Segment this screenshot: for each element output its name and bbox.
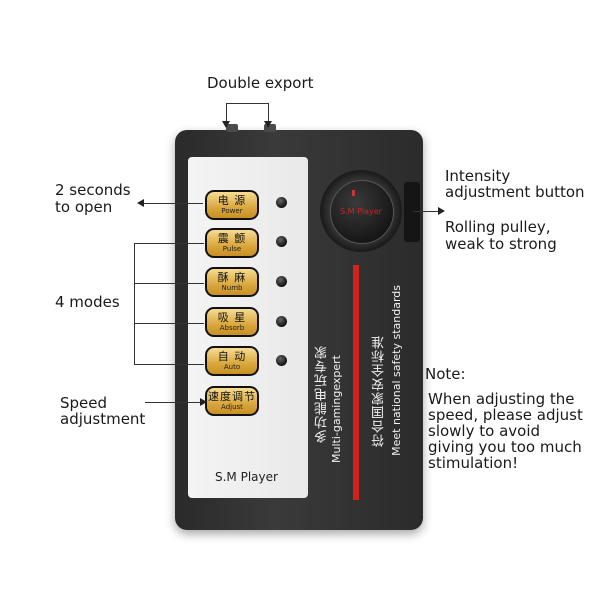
modes-bracket-tick-4 [134, 364, 204, 365]
absorb-button[interactable]: 吸 星 Absorb [205, 307, 259, 337]
power-button-label-en: Power [221, 207, 243, 215]
note-line-2: speed, please adjust [428, 406, 583, 424]
auto-button[interactable]: 自 动 Auto [205, 346, 259, 376]
pulse-button[interactable]: 震 颤 Pulse [205, 228, 259, 258]
speed-button-label-cn: 速度调节 [208, 390, 256, 403]
arrow-left-icon [137, 199, 144, 207]
double-export-label: Double export [207, 74, 314, 92]
red-accent-stripe [353, 265, 359, 500]
power-button[interactable]: 电 源 Power [205, 190, 259, 220]
pulley-callout-line2: weak to strong [445, 235, 557, 253]
power-callout-line [143, 203, 203, 204]
modes-bracket-tick-3 [134, 323, 204, 324]
numb-button-label-en: Numb [221, 284, 243, 292]
numb-button[interactable]: 酥 麻 Numb [205, 267, 259, 297]
modes-bracket-tick-2 [134, 283, 204, 284]
note-line-3: slowly to avoid [428, 422, 541, 440]
pulley-callout-line1: Rolling pulley, [445, 218, 551, 236]
pulse-led-indicator [276, 236, 287, 247]
arrow-right-icon [438, 207, 445, 215]
output-port-right [264, 124, 276, 132]
knob-brand-label: S.M Player [340, 207, 382, 216]
double-export-bracket-right [268, 103, 269, 123]
intensity-knob[interactable] [330, 180, 394, 244]
four-modes-label: 4 modes [55, 293, 120, 311]
knob-indicator-mark [352, 190, 355, 196]
modes-bracket-tick-1 [134, 243, 204, 244]
absorb-led-indicator [276, 316, 287, 327]
arrow-down-icon [264, 121, 272, 128]
intensity-callout-line1: Intensity [445, 167, 511, 185]
panel-brand-label: S.M Player [215, 470, 278, 484]
vertical-text-en-1: Multi-gamingexpert [330, 355, 343, 463]
note-title: Note: [425, 365, 466, 383]
pulse-button-label-cn: 震 颤 [217, 232, 247, 245]
speed-callout-line [145, 402, 203, 403]
auto-button-label-cn: 自 动 [217, 350, 247, 363]
power-callout-line1: 2 seconds [55, 181, 131, 199]
intensity-callout-line2: adjustment button [445, 183, 585, 201]
arrow-right-icon [200, 398, 207, 406]
speed-callout-line1: Speed [60, 394, 108, 412]
speed-adjust-button[interactable]: 速度调节 Adjust [205, 386, 259, 416]
note-line-4: giving you too much [428, 438, 582, 456]
output-port-left [226, 124, 238, 132]
numb-led-indicator [276, 276, 287, 287]
vertical-text-en-2: Meet national safety standards [390, 285, 403, 456]
pulse-button-label-en: Pulse [222, 245, 242, 253]
absorb-button-label-cn: 吸 星 [217, 311, 247, 324]
vertical-text-cn-2: 符合国家安全标准 [372, 335, 387, 447]
absorb-button-label-en: Absorb [219, 324, 245, 332]
note-line-1: When adjusting the [428, 390, 575, 408]
power-led-indicator [276, 197, 287, 208]
modes-bracket-vertical [134, 243, 135, 365]
rolling-pulley-wheel[interactable] [404, 182, 420, 242]
intensity-callout-line [413, 211, 441, 212]
power-callout-line2: to open [55, 198, 113, 216]
double-export-bracket-top [226, 103, 268, 104]
note-line-5: stimulation! [428, 454, 519, 472]
double-export-bracket-left [226, 103, 227, 123]
power-button-label-cn: 电 源 [217, 194, 247, 207]
numb-button-label-cn: 酥 麻 [217, 271, 247, 284]
speed-callout-line2: adjustment [60, 410, 146, 428]
auto-led-indicator [276, 355, 287, 366]
arrow-down-icon [222, 121, 230, 128]
auto-button-label-en: Auto [223, 363, 241, 371]
speed-button-label-en: Adjust [221, 403, 243, 411]
